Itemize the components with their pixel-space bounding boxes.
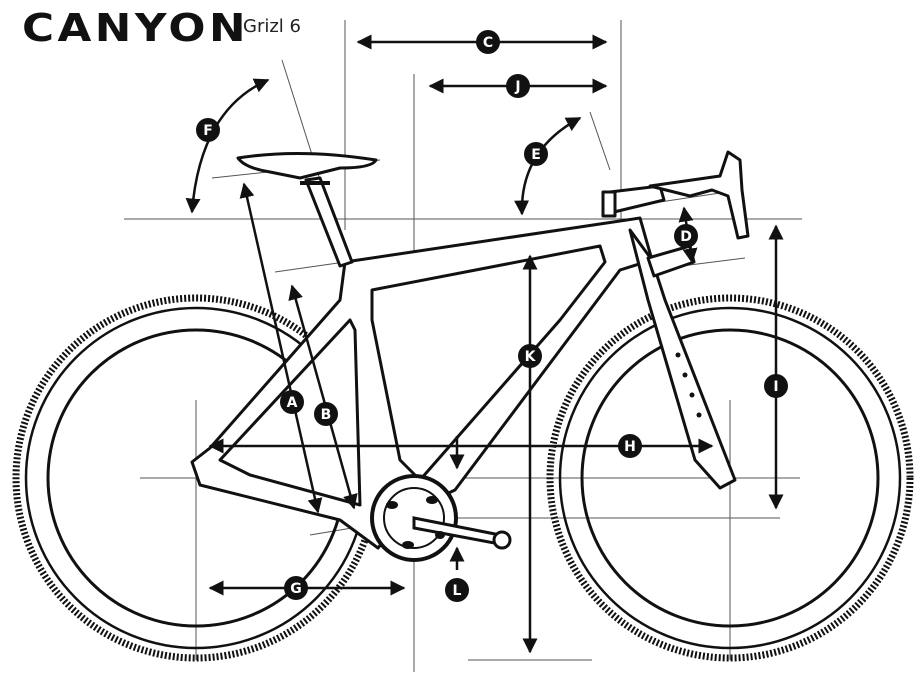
stem-clamp [601, 190, 617, 218]
headset-spacer [646, 244, 696, 278]
stem [608, 184, 666, 214]
label-l: L [453, 583, 462, 599]
label-i: I [773, 379, 778, 395]
label-e: E [531, 147, 541, 163]
cockpit [601, 150, 750, 278]
badge-f: F [196, 118, 220, 142]
label-k: K [525, 349, 537, 365]
label-c: C [483, 35, 493, 51]
crankset [370, 474, 512, 562]
arrow-e [514, 116, 582, 216]
saddle [236, 151, 378, 180]
badge-b: B [314, 402, 338, 426]
badge-c: C [476, 30, 500, 54]
handlebar [648, 150, 750, 240]
label-d: D [680, 229, 692, 245]
badge-l: L [445, 578, 469, 602]
badge-h: H [618, 434, 642, 458]
badge-e: E [524, 142, 548, 166]
saddle-assembly [236, 151, 378, 268]
arrow-f [185, 78, 270, 214]
badge-k: K [518, 344, 542, 368]
fork-bolts [675, 352, 702, 418]
frame-main-triangle [370, 244, 607, 482]
label-g: G [290, 581, 302, 597]
label-f: F [203, 123, 213, 139]
badge-i: I [764, 374, 788, 398]
model-name: Grizl 6 [243, 16, 301, 37]
guide-head-angle [589, 111, 611, 171]
front-wheel [546, 294, 914, 662]
badge-g: G [284, 576, 308, 600]
brand-logo: CANYON [22, 6, 249, 50]
badge-j: J [506, 74, 530, 98]
fork [628, 228, 737, 490]
label-a: A [287, 395, 298, 411]
badge-a: A [280, 390, 304, 414]
badge-d: D [674, 224, 698, 248]
arrow-b [288, 284, 358, 510]
label-j: J [514, 79, 520, 95]
label-h: H [624, 439, 636, 455]
guide-seat-top [274, 261, 346, 273]
label-b: B [321, 407, 332, 423]
